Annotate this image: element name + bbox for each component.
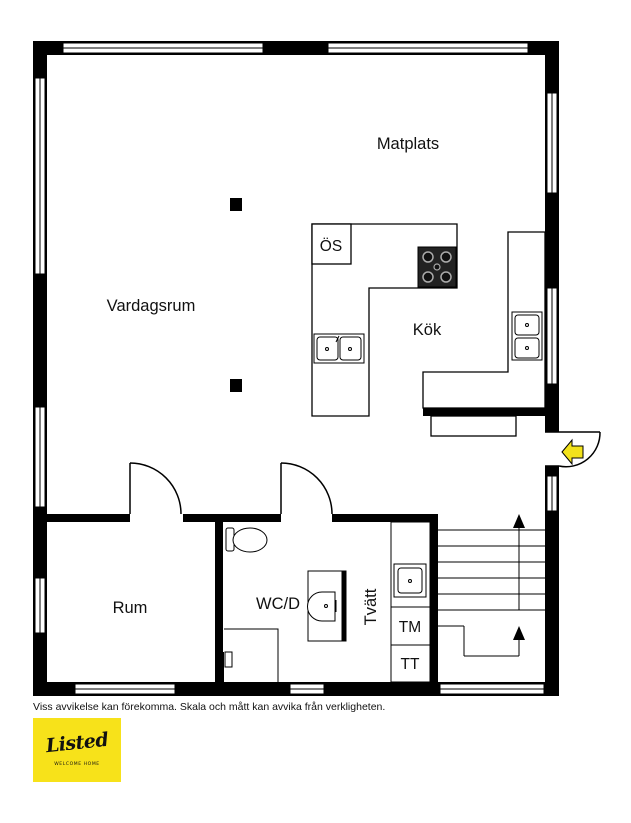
bathroom-sink-icon xyxy=(307,570,347,642)
windows xyxy=(34,42,558,695)
room-label-kitchen: Kök xyxy=(413,321,442,339)
staircase xyxy=(438,528,545,657)
columns xyxy=(230,198,242,392)
room-label-laundry: Tvätt xyxy=(362,588,380,625)
room-label-living: Vardagsrum xyxy=(107,297,196,315)
room-label-wc: WC/D xyxy=(256,595,300,613)
floor-plan: Matplats Vardagsrum Kök ÖS Rum WC/D Tvät… xyxy=(33,41,601,696)
logo-wordmark: Listed xyxy=(44,728,110,758)
label-dryer: TT xyxy=(401,656,420,673)
entrance-arrow-icon xyxy=(561,438,584,466)
laundry-fixtures xyxy=(390,521,431,683)
doors xyxy=(129,431,601,515)
stove-icon xyxy=(417,246,457,288)
toilet-icon xyxy=(225,527,268,553)
stair-arrow-icon xyxy=(513,514,525,640)
kitchen-sink-2-icon xyxy=(511,311,543,361)
interior-walls xyxy=(47,408,545,682)
room-label-bedroom: Rum xyxy=(113,599,148,617)
room-label-oven: ÖS xyxy=(320,237,342,255)
disclaimer-text: Viss avvikelse kan förekomma. Skala och … xyxy=(33,701,386,713)
room-label-dining: Matplats xyxy=(377,135,439,153)
shower-area xyxy=(224,628,279,682)
listed-logo: Listed WELCOME HOME xyxy=(33,718,121,782)
label-washer: TM xyxy=(399,619,421,636)
logo-tagline: WELCOME HOME xyxy=(54,762,100,767)
kitchen-sink-icon xyxy=(313,333,365,364)
